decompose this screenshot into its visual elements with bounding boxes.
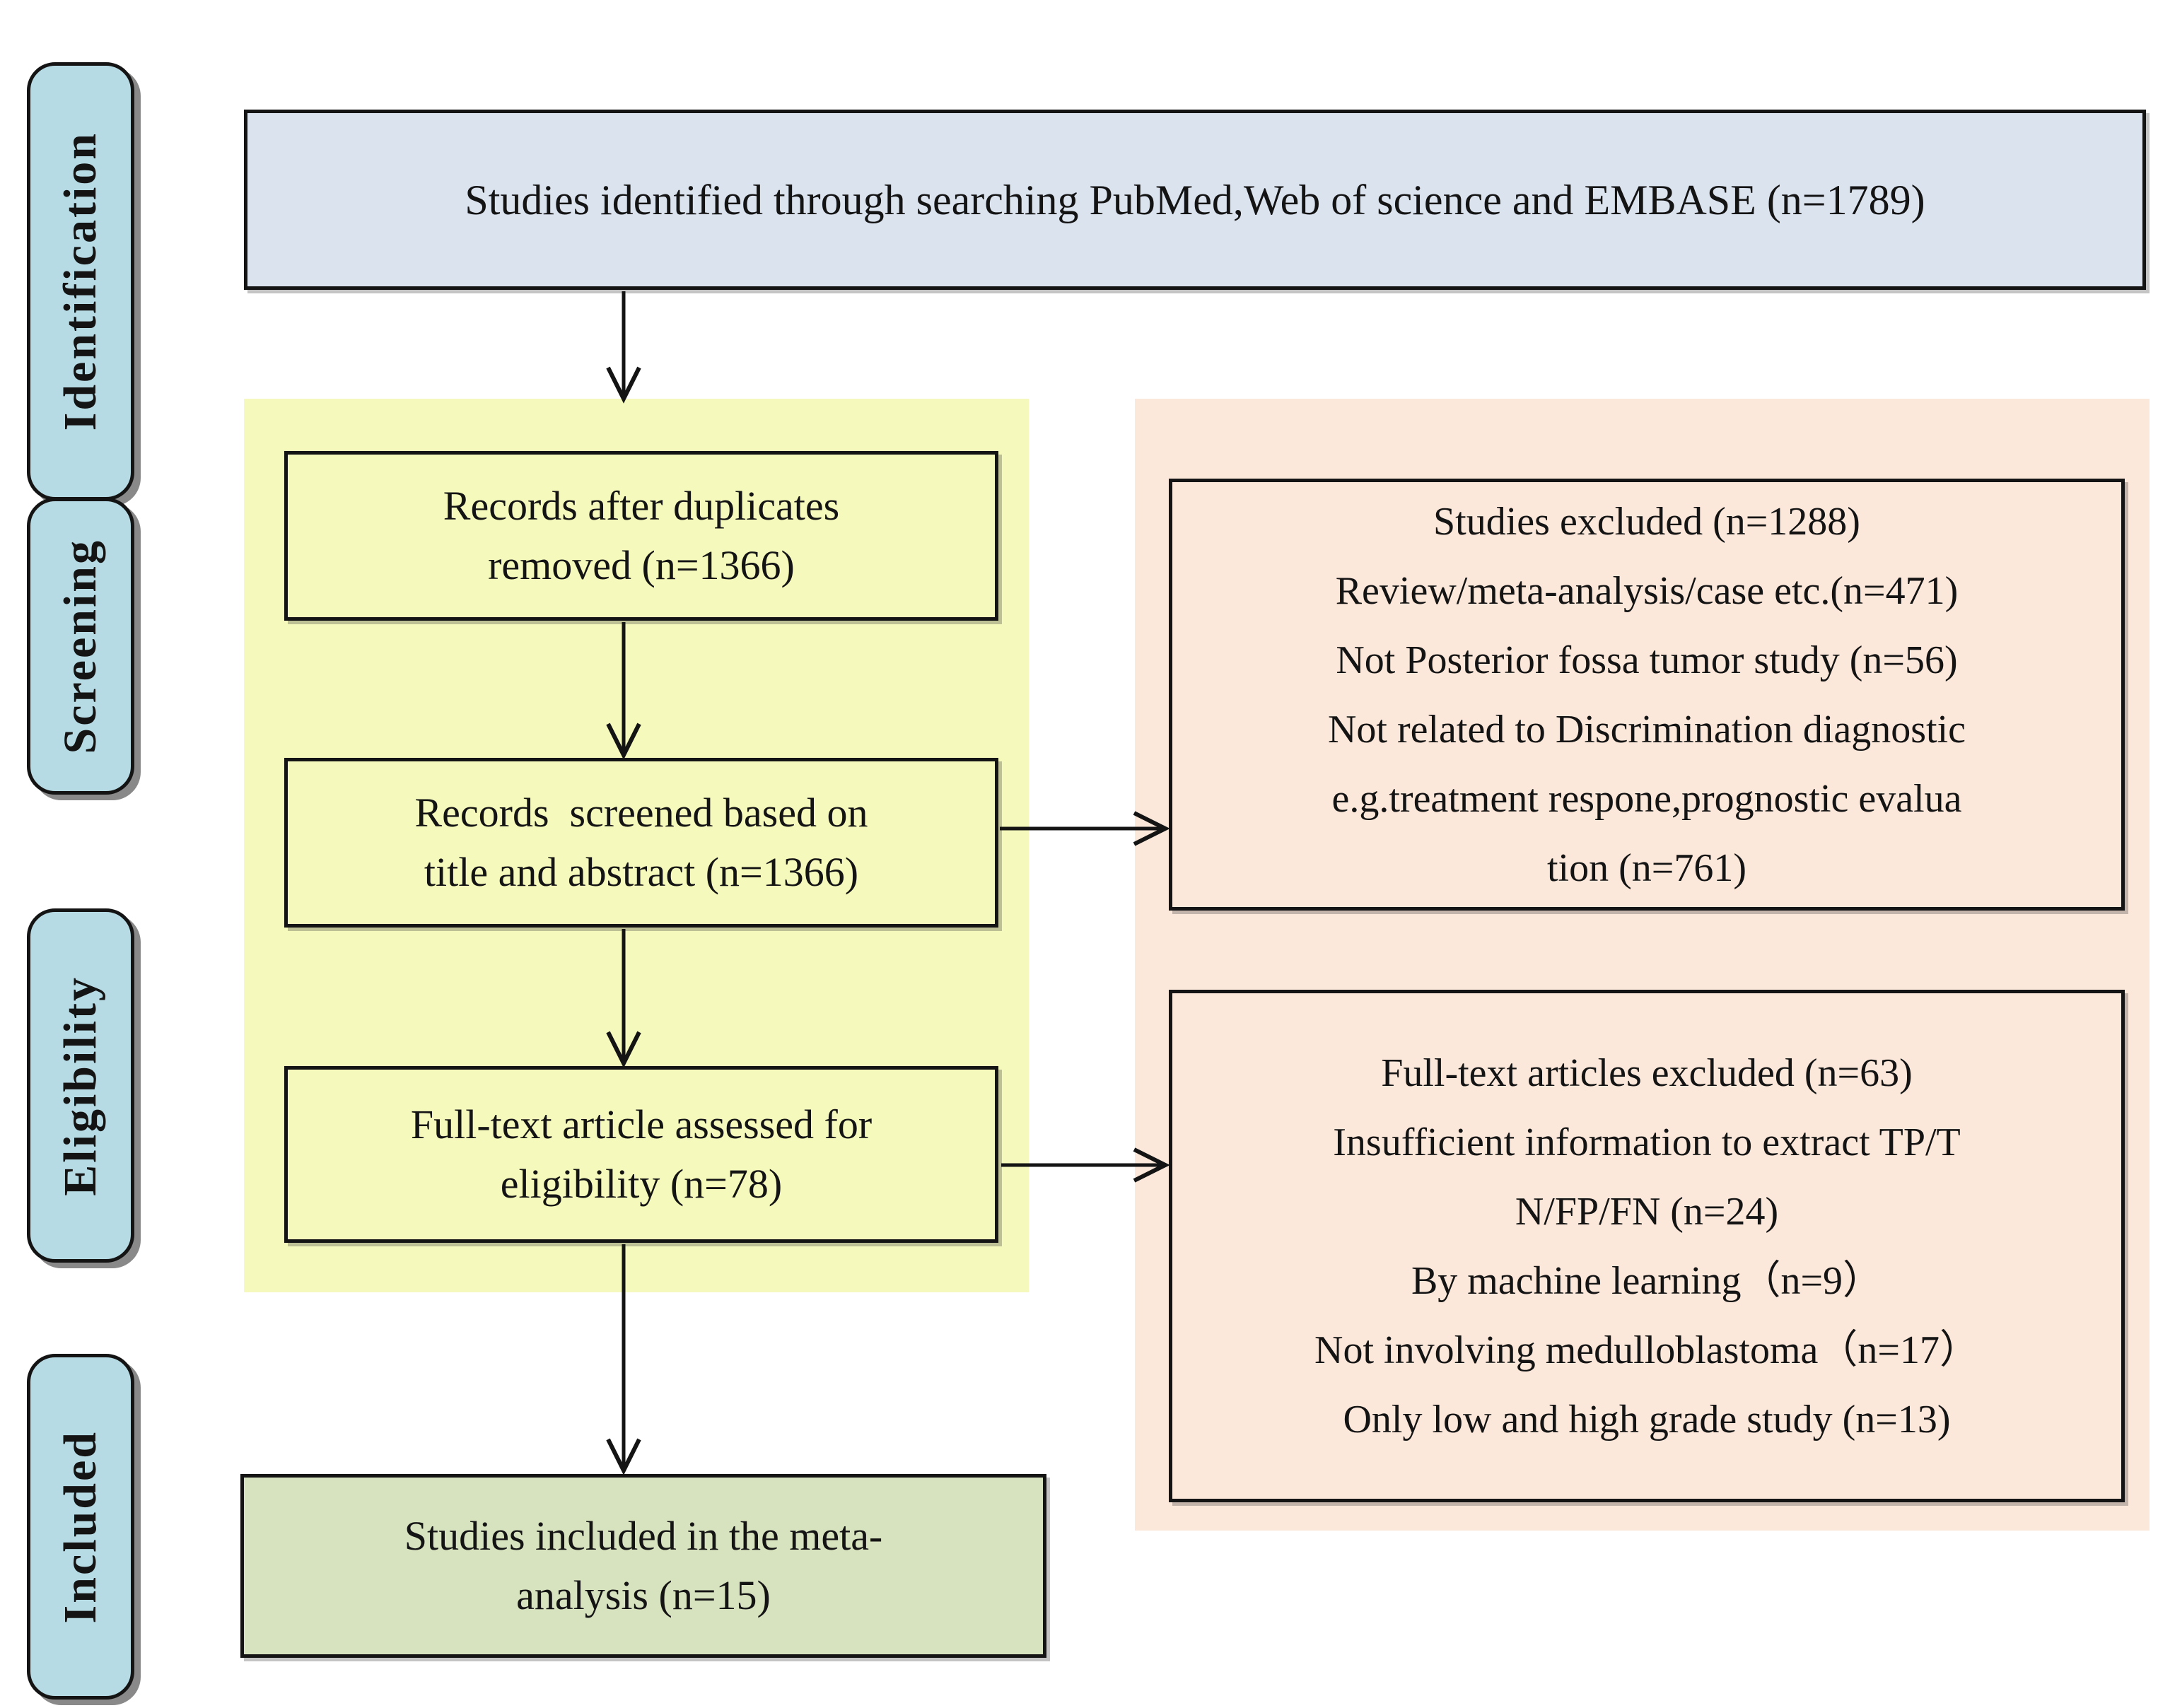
text-line: Insufficient information to extract TP/T	[1333, 1120, 1961, 1164]
stage-label-identification: Identification	[27, 62, 134, 501]
text-line: Studies included in the meta-	[404, 1513, 883, 1559]
text-line: Not related to Discrimination diagnostic	[1327, 707, 1966, 751]
box-records-screened: Records screened based on title and abstr…	[284, 758, 998, 928]
stage-label-eligibility-text: Eligibility	[54, 975, 106, 1196]
text-line: By machine learning（n=9）	[1411, 1258, 1883, 1303]
text-line: title and abstract (n=1366)	[424, 849, 859, 895]
box-studies-included: Studies included in the meta-analysis (n…	[240, 1474, 1046, 1658]
text-line: Studies identified through searching Pub…	[465, 176, 1925, 223]
text-line: e.g.treatment respone,prognostic evalua	[1331, 776, 1962, 821]
text-line: Studies excluded (n=1288)	[1433, 499, 1860, 544]
text-line: Full-text articles excluded (n=63)	[1381, 1051, 1913, 1095]
text-line: Only low and high grade study (n=13)	[1343, 1397, 1951, 1441]
box-records-after-duplicates: Records after duplicates removed (n=1366)	[284, 451, 998, 621]
text-line: analysis (n=15)	[516, 1572, 771, 1618]
text-line: removed (n=1366)	[488, 542, 795, 588]
stage-label-included: Included	[27, 1354, 134, 1700]
text-line: Records screened based on	[414, 790, 868, 836]
text-line: Review/meta-analysis/case etc.(n=471)	[1335, 568, 1959, 613]
text-line: Not involving medulloblastoma（n=17）	[1314, 1328, 1979, 1372]
stage-label-included-text: Included	[54, 1429, 106, 1624]
text-line: N/FP/FN (n=24)	[1515, 1189, 1779, 1234]
stage-label-screening-text: Screening	[54, 538, 106, 754]
box-studies-excluded-screening: Studies excluded (n=1288) Review/meta-ana…	[1169, 479, 2125, 911]
stage-label-screening: Screening	[27, 498, 134, 795]
text-line: eligibility (n=78)	[500, 1161, 783, 1207]
box-fulltext-assessed: Full-text article assessed for eligibilit…	[284, 1066, 998, 1243]
stage-label-eligibility: Eligibility	[27, 908, 134, 1263]
box-studies-identified: Studies identified through searching Pub…	[244, 110, 2146, 290]
text-line: tion (n=761)	[1547, 846, 1746, 890]
arrow-identified-to-duplicates	[606, 291, 641, 404]
text-line: Full-text article assessed for	[410, 1101, 873, 1147]
text-line: Records after duplicates	[443, 483, 840, 529]
box-fulltext-excluded: Full-text articles excluded (n=63) Insuff…	[1169, 990, 2125, 1502]
text-line: Not Posterior fossa tumor study (n=56)	[1336, 638, 1958, 682]
stage-label-identification-text: Identification	[54, 131, 106, 431]
